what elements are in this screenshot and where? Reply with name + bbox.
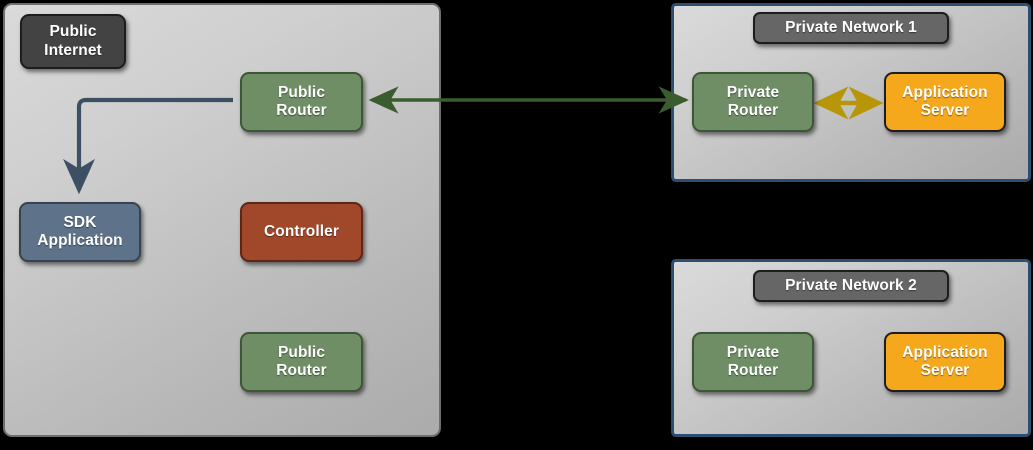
node-private-router-1-label: Private Router (726, 83, 780, 119)
node-public-router-bottom-label: Public Router (276, 343, 327, 379)
node-application-server-2-label: Application Server (902, 343, 988, 379)
node-sdk-application-label: SDK Application (37, 213, 123, 249)
node-public-router-top[interactable]: Public Router (240, 72, 363, 132)
node-private-router-2-label: Private Router (726, 343, 780, 379)
private-network-2-badge: Private Network 2 (753, 270, 949, 302)
node-controller[interactable]: Controller (240, 202, 363, 262)
node-private-router-1[interactable]: Private Router (692, 72, 814, 132)
private-network-1-badge: Private Network 1 (753, 12, 949, 44)
node-public-internet[interactable]: Public Internet (20, 14, 126, 69)
node-public-router-bottom[interactable]: Public Router (240, 332, 363, 392)
node-public-router-top-label: Public Router (276, 83, 327, 119)
node-controller-label: Controller (263, 222, 340, 240)
private-network-1-badge-label: Private Network 1 (785, 19, 917, 36)
node-sdk-application[interactable]: SDK Application (19, 202, 141, 262)
node-application-server-1-label: Application Server (902, 83, 988, 119)
node-private-router-2[interactable]: Private Router (692, 332, 814, 392)
private-network-2-badge-label: Private Network 2 (785, 277, 917, 294)
node-public-internet-label: Public Internet (44, 23, 102, 59)
node-application-server-1[interactable]: Application Server (884, 72, 1006, 132)
node-application-server-2[interactable]: Application Server (884, 332, 1006, 392)
